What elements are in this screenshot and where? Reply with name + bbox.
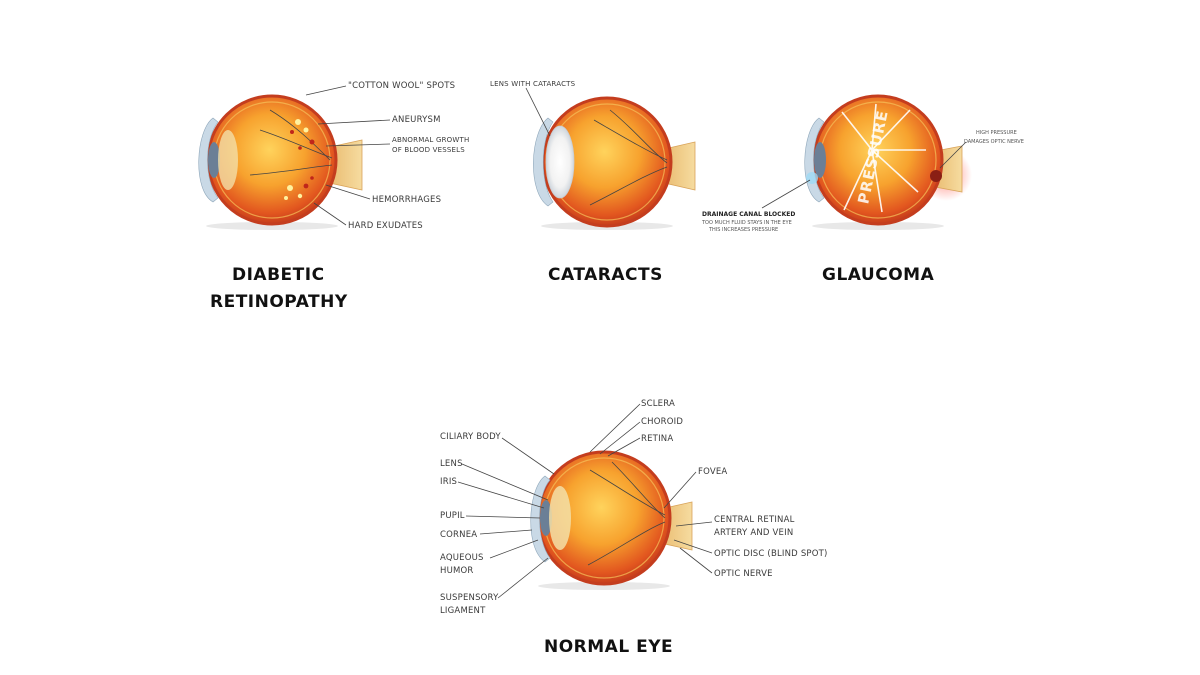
label-hemorrhages: HEMORRHAGES [372,195,441,205]
normal-eye-title: NORMAL EYE [544,637,673,657]
label-cornea: CORNEA [440,530,477,540]
diabetic-retinopathy-eye [198,94,363,230]
cataracts-eye [533,96,696,230]
label-lens-with-cataracts: LENS WITH CATARACTS [490,80,576,88]
glaucoma-leader-drain [761,179,811,209]
label-fovea: FOVEA [698,467,727,477]
label-aqueous-line1: AQUEOUS [440,553,484,563]
label-pupil: PUPIL [440,511,465,521]
cataracts-title: CATARACTS [548,265,663,285]
label-optic-nerve: OPTIC NERVE [714,569,773,579]
label-hard-exudates: HARD EXUDATES [348,221,423,231]
label-choroid: CHOROID [641,417,683,427]
glaucoma-title: GLAUCOMA [822,265,935,285]
normal-eye-leaders [457,403,713,599]
diabetic-leaders [305,85,391,226]
glaucoma-eye: PRESSURE [804,94,972,230]
diabetic-title-line1: DIABETIC [232,265,325,285]
label-optic-disc: OPTIC DISC (BLIND SPOT) [714,549,828,559]
label-suspensory-line2: LIGAMENT [440,606,486,616]
label-retina: RETINA [641,434,673,444]
label-cotton-wool-spots: "COTTON WOOL" SPOTS [348,81,455,91]
label-abnormal-growth-line2: OF BLOOD VESSELS [392,146,465,154]
label-drainage-sub2: THIS INCREASES PRESSURE [708,227,778,233]
label-high-pressure-line1: HIGH PRESSURE [976,130,1017,136]
diabetic-title-line2: RETINOPATHY [210,292,348,312]
label-aqueous-line2: HUMOR [440,566,474,576]
label-drainage-sub1: TOO MUCH FLUID STAYS IN THE EYE [701,220,792,226]
label-aneurysm: ANEURYSM [392,115,441,125]
label-ciliary-body: CILIARY BODY [440,432,501,442]
label-abnormal-growth-line1: ABNORMAL GROWTH [392,136,469,144]
label-suspensory-line1: SUSPENSORY [440,593,499,603]
cataracts-leader [525,87,551,137]
label-high-pressure-line2: DAMAGES OPTIC NERVE [964,139,1024,145]
normal-eye [530,450,693,590]
label-iris: IRIS [440,477,457,487]
glaucoma-leader-high [939,141,967,169]
label-sclera: SCLERA [641,399,675,409]
label-central-retinal-line2: ARTERY AND VEIN [714,528,793,538]
label-central-retinal-line1: CENTRAL RETINAL [714,515,795,525]
label-lens: LENS [440,459,463,469]
label-drainage-canal-blocked: DRAINAGE CANAL BLOCKED [702,211,795,218]
